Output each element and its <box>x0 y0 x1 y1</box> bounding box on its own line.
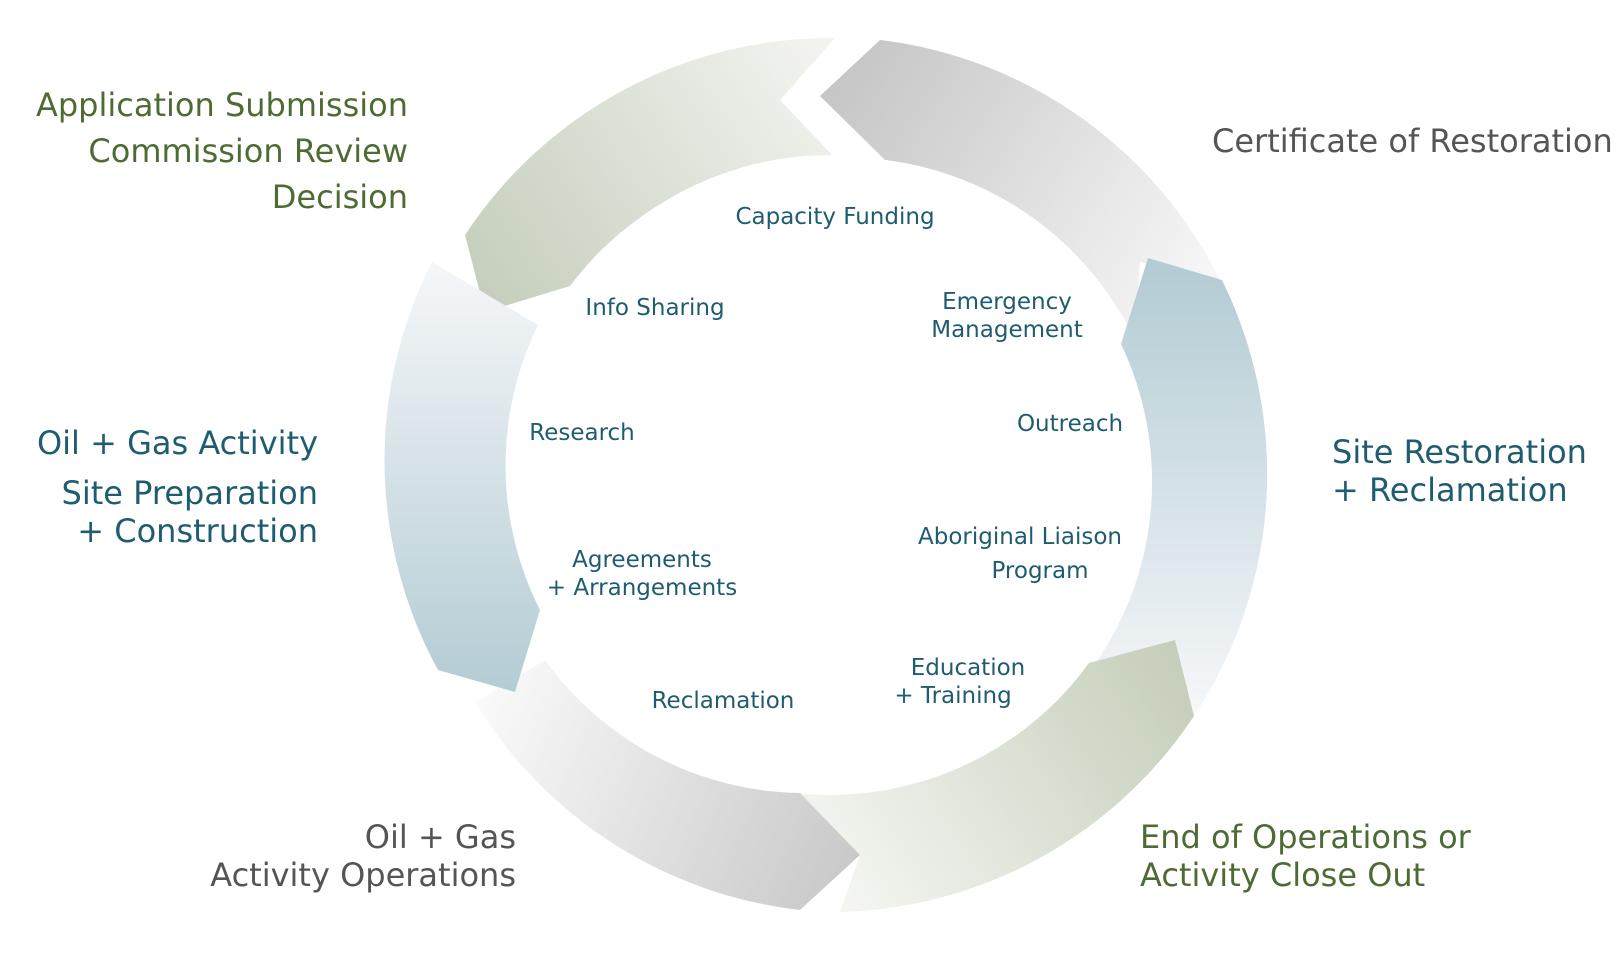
arrow-application <box>465 37 835 313</box>
program-label: Info Sharing <box>585 295 725 321</box>
program-label: Program <box>991 558 1089 584</box>
stage-operations: Oil + Gas Activity Operations <box>210 818 516 894</box>
stage-site-prep: Oil + Gas Activity Site Preparation + Co… <box>37 424 318 550</box>
program-label: Reclamation <box>651 688 795 714</box>
program-agreements-arrangements: Agreements + Arrangements <box>547 546 737 602</box>
stage-line: Site Preparation <box>61 474 318 512</box>
program-label: Emergency <box>942 289 1072 315</box>
stage-end-operations: End of Operations or Activity Close Out <box>1140 818 1471 894</box>
stage-application: Application Submission Commission Review… <box>36 82 408 220</box>
program-research: Research <box>529 419 635 447</box>
stage-line: Commission Review <box>88 132 408 170</box>
arrow-site-restoration <box>1095 258 1268 716</box>
inner-circle <box>512 155 1148 791</box>
stage-site-restoration: Site Restoration + Reclamation <box>1332 433 1587 509</box>
arrow-certificate <box>820 40 1220 340</box>
program-capacity-funding: Capacity Funding <box>735 203 934 231</box>
stage-line: + Construction <box>77 512 318 550</box>
program-emergency-management: Emergency Management <box>931 288 1083 344</box>
program-label: Capacity Funding <box>735 204 935 230</box>
program-info-sharing: Info Sharing <box>585 294 724 322</box>
stage-line: Oil + Gas <box>364 818 516 856</box>
program-outreach: Outreach <box>1017 410 1123 438</box>
program-aboriginal-liaison: Aboriginal Liaison Program <box>918 520 1122 588</box>
stage-line: Certificate of Restoration <box>1212 122 1613 160</box>
program-label: Agreements <box>572 547 712 573</box>
program-label: + Arrangements <box>546 575 738 601</box>
program-label: Outreach <box>1016 411 1124 437</box>
stage-line: + Reclamation <box>1332 471 1568 509</box>
stage-line: End of Operations or <box>1140 818 1471 856</box>
program-label: Research <box>529 420 635 446</box>
program-reclamation: Reclamation <box>652 687 795 715</box>
arrow-site-prep <box>384 262 540 692</box>
stage-line: Activity Close Out <box>1140 856 1426 894</box>
program-label: + Training <box>894 683 1012 709</box>
arrow-end-operations <box>795 640 1194 912</box>
arrow-operations <box>475 660 860 910</box>
program-label: Aboriginal Liaison <box>918 524 1122 550</box>
program-education-training: Education + Training <box>894 654 1041 710</box>
stage-line: Site Restoration <box>1332 433 1587 471</box>
stage-line: Application Submission <box>35 86 408 124</box>
program-label: Education <box>910 655 1026 681</box>
stage-certificate: Certificate of Restoration <box>1212 118 1613 164</box>
stage-line: Decision <box>271 178 408 216</box>
program-label: Management <box>931 317 1083 343</box>
stage-line: Oil + Gas Activity <box>36 424 318 462</box>
stage-line: Activity Operations <box>210 856 516 894</box>
